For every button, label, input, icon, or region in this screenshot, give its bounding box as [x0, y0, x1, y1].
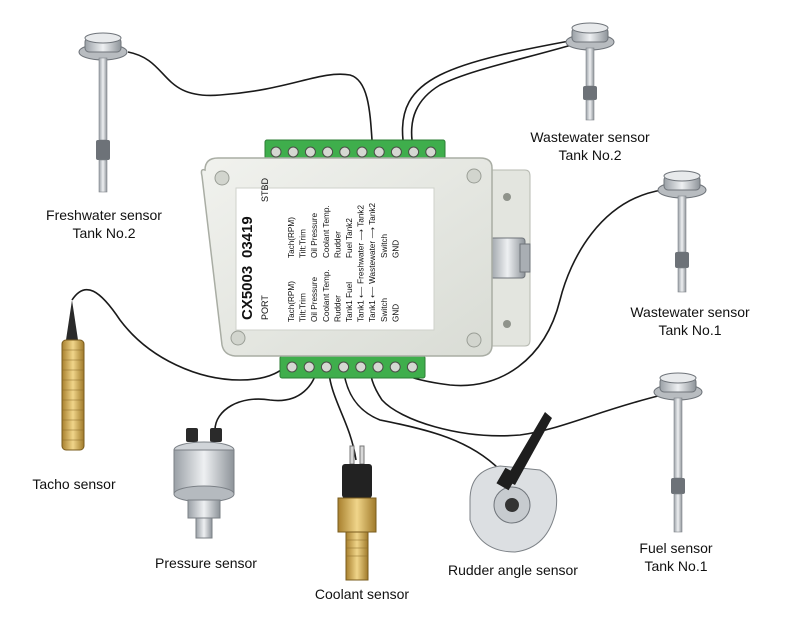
wastewater-tank2-title: Wastewater sensor: [530, 129, 650, 145]
top-terminal-screws: [270, 146, 437, 158]
wastewater-sensor-tank1: [657, 170, 707, 293]
terminal-label: Tank1 ⟵ Freshwater ⟶ Tank2: [357, 204, 366, 322]
terminal-label: Tach(RPM): [287, 281, 296, 322]
freshwater-tank2-title: Freshwater sensor: [46, 207, 162, 223]
fuel-sensor-tank1: [653, 372, 703, 533]
wire-pressure: [214, 364, 319, 431]
terminal-label: Oil Pressure: [310, 277, 319, 322]
rudder-title: Rudder angle sensor: [448, 562, 578, 578]
terminal-screw: [303, 361, 315, 373]
pressure-label: Pressure sensor: [136, 554, 276, 572]
terminal-screw: [355, 361, 367, 373]
wire-freshwater-tank2: [127, 51, 373, 141]
terminal-screw: [287, 146, 299, 158]
rudder-label: Rudder angle sensor: [428, 561, 598, 579]
terminal-label: GND: [391, 240, 400, 258]
terminal-label: Coolant Temp.: [322, 205, 331, 258]
terminal-label: Rudder: [333, 295, 342, 322]
wire-wastewater-tank1: [391, 189, 663, 387]
terminal-screw: [270, 146, 282, 158]
terminal-screw: [322, 146, 334, 158]
wire-rudder: [342, 364, 501, 471]
coolant-label: Coolant sensor: [292, 585, 432, 603]
wires: [71, 39, 663, 471]
pressure-title: Pressure sensor: [155, 555, 257, 571]
wire-wastewater-tank2-b: [410, 43, 576, 141]
terminal-screw: [286, 361, 298, 373]
terminal-label: Coolant Temp.: [322, 269, 331, 322]
terminal-screw: [406, 361, 418, 373]
terminal-label: Tilt:Trim: [299, 229, 308, 258]
pressure-sensor: [173, 428, 235, 539]
fuel-tank1-subtitle: Tank No.1: [644, 558, 708, 574]
wastewater-tank2-label: Wastewater sensor Tank No.2: [500, 128, 680, 164]
terminal-screw: [408, 146, 420, 158]
wastewater-tank1-subtitle: Tank No.1: [658, 322, 722, 338]
wire-tacho: [71, 288, 291, 381]
terminal-screw: [320, 361, 332, 373]
terminal-screw: [425, 146, 437, 158]
terminal-screw: [372, 361, 384, 373]
terminal-screw: [304, 146, 316, 158]
terminal-label: Fuel Tank2: [345, 218, 354, 258]
module-label: CX5003 03419 PORT STBD: [239, 177, 270, 320]
terminal-screw: [373, 146, 385, 158]
serial-number: 03419: [239, 216, 256, 258]
module-enclosure: [200, 139, 531, 379]
terminal-label: Tank1 Fuel: [345, 282, 354, 322]
wire-wastewater-tank2-a: [401, 39, 576, 141]
tacho-label: Tacho sensor: [14, 475, 134, 493]
tacho-title: Tacho sensor: [32, 476, 116, 492]
coolant-title: Coolant sensor: [314, 586, 410, 602]
wastewater-tank1-label: Wastewater sensor Tank No.1: [600, 303, 780, 339]
wastewater-sensor-tank2: [565, 22, 615, 121]
freshwater-tank2-subtitle: Tank No.2: [72, 225, 136, 241]
coolant-sensor: [337, 445, 377, 581]
wastewater-tank2-subtitle: Tank No.2: [558, 147, 622, 163]
port-label: PORT: [260, 295, 270, 320]
terminal-label: Rudder: [333, 231, 342, 258]
stbd-label: STBD: [260, 177, 270, 202]
fuel-tank1-title: Fuel sensor: [639, 540, 713, 556]
terminal-screw: [356, 146, 368, 158]
wire-fuel-tank1: [369, 364, 663, 437]
freshwater-sensor-tank2: [78, 32, 128, 193]
wastewater-tank1-title: Wastewater sensor: [630, 304, 750, 320]
terminal-screw: [390, 146, 402, 158]
terminal-label: Tank1 ⟵ Wastewater ⟶ Tank2: [368, 203, 377, 322]
rudder-angle-sensor: [469, 412, 558, 553]
terminal-screw: [338, 361, 350, 373]
tacho-sensor: [61, 300, 85, 451]
terminal-label: Oil Pressure: [310, 213, 319, 258]
terminal-label: Tilt:Trim: [299, 293, 308, 322]
terminal-label: Switch: [380, 297, 389, 322]
fuel-tank1-label: Fuel sensor Tank No.1: [616, 539, 736, 575]
freshwater-tank2-label: Freshwater sensor Tank No.2: [14, 206, 194, 242]
terminal-label: GND: [391, 304, 400, 322]
model-number: CX5003: [239, 266, 256, 320]
terminal-label: Tach(RPM): [287, 217, 296, 258]
terminal-screw: [339, 146, 351, 158]
terminal-screw: [389, 361, 401, 373]
terminal-label: Switch: [380, 233, 389, 258]
bottom-terminal-screws: [286, 361, 418, 373]
